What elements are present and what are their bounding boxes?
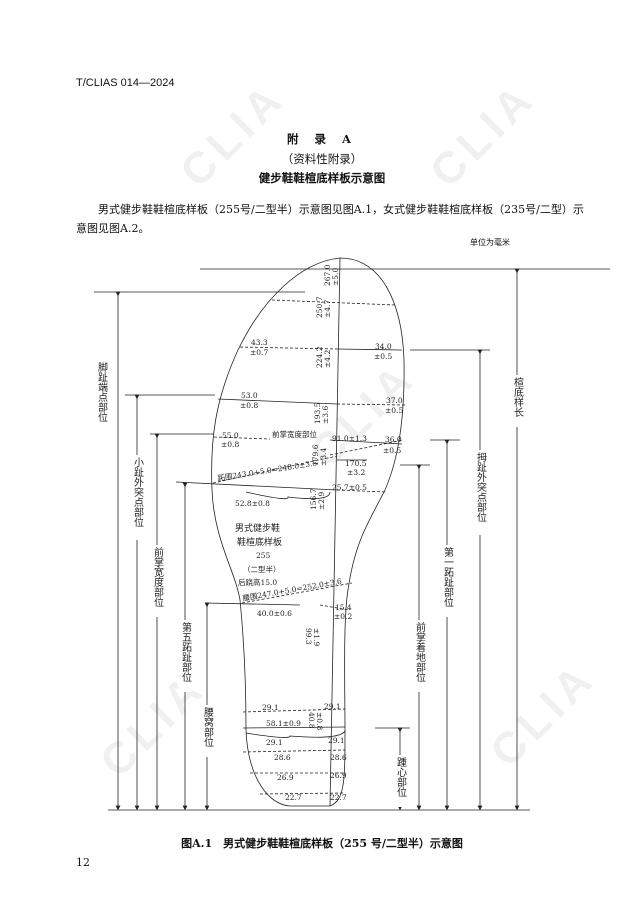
dimension-line: [242, 708, 346, 713]
dim-label: 179.6: [311, 444, 320, 466]
dim-label: 170.5: [345, 459, 367, 468]
left-label-waist: 腰窝部位: [202, 707, 214, 747]
dimension-line: [259, 792, 346, 795]
dim-label: 224.2: [315, 346, 324, 368]
dim-label: 55.0: [222, 431, 239, 440]
dim-label: 29.1: [266, 738, 283, 747]
dim-label: 25.7±0.5: [332, 483, 367, 492]
dim-label: 29.1: [328, 736, 345, 745]
dimension-line: [336, 489, 387, 493]
dim-label: ±0.5: [374, 352, 392, 361]
left-label-little-toe: 小趾外突点部位: [132, 457, 144, 527]
dim-label: 36.0: [385, 435, 402, 444]
sole-outline: [211, 257, 405, 807]
right-label-forefoot-ground: 前掌着地部位: [414, 621, 426, 682]
dimension-line: [242, 749, 346, 753]
dim-label: 58.1±0.9: [266, 719, 301, 728]
dimension-line: [213, 436, 271, 440]
dim-label: 34.0: [375, 342, 392, 351]
annex-type: （资料性附录）: [281, 152, 363, 166]
dim-label: ±1.9: [312, 628, 321, 646]
dimension-line: [245, 491, 331, 500]
center-line: [329, 257, 341, 807]
dimension-line: [204, 602, 301, 606]
annex-label: 附 录 A: [287, 132, 357, 146]
dim-label: ±0.8: [315, 712, 324, 730]
dimension-line: [239, 346, 338, 350]
inner-label: 后跷高15.0: [238, 577, 277, 587]
figure-caption: 图A.1 男式健步鞋鞋楦底样板（255 号/二型半）示意图: [181, 837, 463, 850]
dim-label: ±4.7: [323, 300, 332, 318]
dim-label: 53.0: [241, 391, 258, 400]
right-label-heel-center: 踵心部位: [395, 756, 407, 797]
dim-label: ±3.4: [319, 448, 328, 466]
dim-label: 28.6: [274, 753, 291, 762]
dim-label: 156.7: [309, 488, 318, 510]
document-id: T/CLIAS 014—2024: [76, 77, 175, 89]
dim-label: 26.9: [330, 771, 347, 780]
unit-note: 单位为毫米: [470, 238, 510, 247]
left-label-fifth-metatarsal: 第五跖趾部位: [180, 621, 192, 682]
dimension-line: [217, 398, 338, 405]
inner-label: 男式健步鞋: [235, 522, 280, 534]
dim-label: 250.7: [315, 296, 324, 318]
dim-label: ±2.9: [317, 492, 326, 510]
dim-label: 22.7: [330, 793, 347, 802]
dim-label: 40.8: [307, 712, 316, 729]
inner-label: （二型半）: [243, 564, 281, 574]
dimension-line: [241, 582, 353, 604]
body-paragraph: 男式健步鞋鞋楦底样板（255号/二型半）示意图见图A.1，女式健步鞋鞋楦底样板（…: [76, 203, 584, 235]
right-label-first-metatarsal: 第一跖趾部位: [442, 546, 454, 607]
dimension-line: [175, 481, 338, 491]
dim-label: 267.0: [323, 264, 332, 286]
dim-label: 26.9: [277, 773, 294, 782]
dimension-line: [242, 726, 346, 729]
dim-label: 22.7: [285, 793, 302, 802]
dim-label: ±5.0: [331, 268, 340, 286]
dim-label: 28.6: [330, 753, 347, 762]
dim-label: 91.0±1.3: [332, 434, 367, 443]
dimension-line: [212, 455, 338, 484]
page-number: 12: [76, 856, 90, 869]
left-label-forefoot-width: 前掌宽度部位: [152, 546, 164, 607]
dim-label: ±3.6: [321, 406, 330, 424]
dimension-line: [271, 299, 396, 306]
dim-label: ±0.2: [334, 612, 352, 621]
dim-label: ±0.5: [383, 446, 401, 455]
dim-label: ±0.7: [250, 348, 268, 357]
annex-title: 健步鞋鞋楦底样板示意图: [258, 171, 386, 185]
dimension-line: [329, 439, 404, 456]
dim-label: 29.1: [262, 703, 279, 712]
dimension-line: [329, 439, 403, 445]
right-label-last-length: 楦底样长: [512, 376, 524, 417]
dim-label: 前掌宽度部位: [272, 429, 317, 439]
dim-label: 52.8±0.8: [235, 499, 270, 508]
dim-label: ±4.2: [323, 350, 332, 368]
dim-label: 跖围243.0+5.0=248.0±3.5: [217, 458, 318, 483]
dimension-line: [336, 403, 406, 406]
dim-label: 37.0: [386, 396, 403, 405]
inner-label: 255: [256, 551, 271, 560]
dim-label: 15.4: [335, 603, 352, 612]
dim-label: ±0.8: [221, 440, 239, 449]
dimension-line: [336, 348, 403, 351]
dim-label: ±3.2: [347, 468, 365, 477]
dim-label: 29.1: [324, 702, 341, 711]
dim-label: 193.5: [313, 402, 322, 424]
inner-label: 鞋楦底样板: [237, 536, 282, 548]
right-label-big-toe: 拇趾外突点部位: [475, 451, 487, 522]
dim-label: ±0.8: [240, 401, 258, 410]
dim-label: 43.3: [251, 338, 268, 347]
left-label-toe-end: 脚趾端点部位: [96, 361, 108, 422]
dim-label: ±0.5: [385, 406, 403, 415]
dimension-line: [245, 730, 346, 738]
dim-label: 40.0±0.6: [257, 609, 292, 618]
dim-label: 99.3: [304, 628, 313, 645]
